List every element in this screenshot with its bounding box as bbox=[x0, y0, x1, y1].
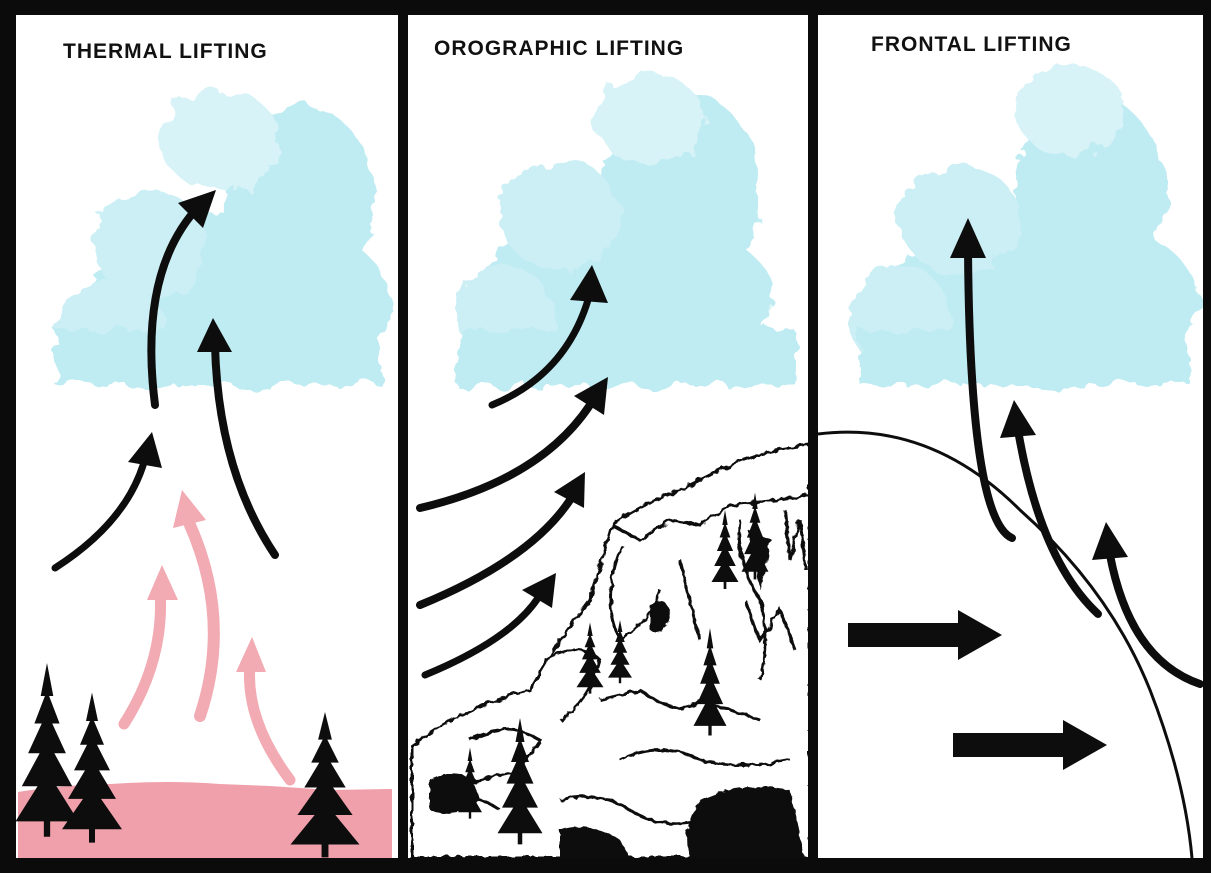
rising-air-arrow-icon bbox=[425, 573, 556, 675]
rising-air-arrow-icon bbox=[1000, 400, 1098, 614]
rising-air-arrow-icon bbox=[1092, 522, 1200, 684]
warm-air-arrow-icon bbox=[124, 565, 178, 724]
cumulus-cloud-icon bbox=[455, 75, 795, 385]
cold-air-arrow-icon bbox=[953, 720, 1107, 770]
panel-frontal bbox=[818, 65, 1200, 858]
cold-air-arrow-icon bbox=[848, 610, 1002, 660]
panel-title-thermal: THERMAL LIFTING bbox=[63, 40, 268, 64]
warm-air-arrow-icon bbox=[236, 637, 290, 780]
rising-air-arrow-icon bbox=[55, 432, 162, 568]
panel-title-orographic: OROGRAPHIC LIFTING bbox=[434, 37, 684, 61]
panel-orographic bbox=[412, 75, 810, 858]
panel-thermal bbox=[16, 90, 393, 858]
rising-air-arrow-icon bbox=[420, 472, 585, 605]
warm-air-arrow-icon bbox=[173, 490, 214, 716]
cumulus-cloud-icon bbox=[850, 65, 1200, 385]
panel-title-frontal: FRONTAL LIFTING bbox=[871, 33, 1072, 57]
